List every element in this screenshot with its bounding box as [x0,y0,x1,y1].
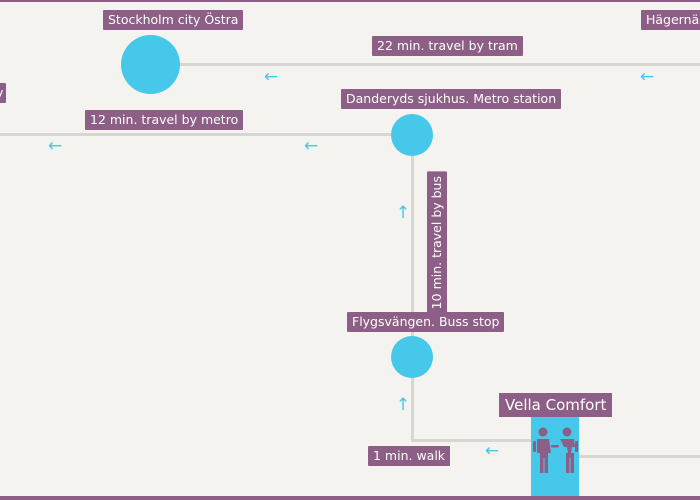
bus-route-line [411,134,414,358]
label-flygsvangen: Flygsvängen. Buss stop [347,312,505,332]
arrow-left-icon: ← [484,441,500,461]
label-bus-route: 10 min. travel by bus [427,171,447,315]
metro-route-line [0,133,412,136]
arrow-left-icon: ← [639,67,655,87]
label-left-edge-station: y [0,83,7,103]
bottom-border [0,496,700,500]
arrow-left-icon: ← [47,136,63,156]
hotel-people-icon [533,427,578,473]
arrow-up-icon: ↑ [395,395,411,415]
top-border [0,0,700,2]
tram-route-line [151,63,700,66]
label-danderyd: Danderyds sjukhus. Metro station [341,89,562,109]
label-metro-route: 12 min. travel by metro [85,110,244,130]
walk-route-connector [411,358,414,440]
hotel-marker [531,417,579,500]
walk-route-line [411,439,531,442]
label-stockholm-ostra: Stockholm city Östra [103,10,244,30]
arrow-left-icon: ← [303,136,319,156]
arrow-left-icon: ← [263,67,279,87]
arrow-up-icon: ↑ [395,203,411,223]
label-walk-route: 1 min. walk [368,446,451,466]
hotel-exit-line [579,455,700,458]
hotel-name-label: Vella Comfort [499,393,613,417]
station-danderyd [391,114,433,156]
label-tram-route: 22 min. travel by tram [372,36,523,56]
station-stockholm-ostra [121,35,180,94]
label-hagernas: Hägernäs [641,10,700,30]
station-flygsvangen [391,336,433,378]
